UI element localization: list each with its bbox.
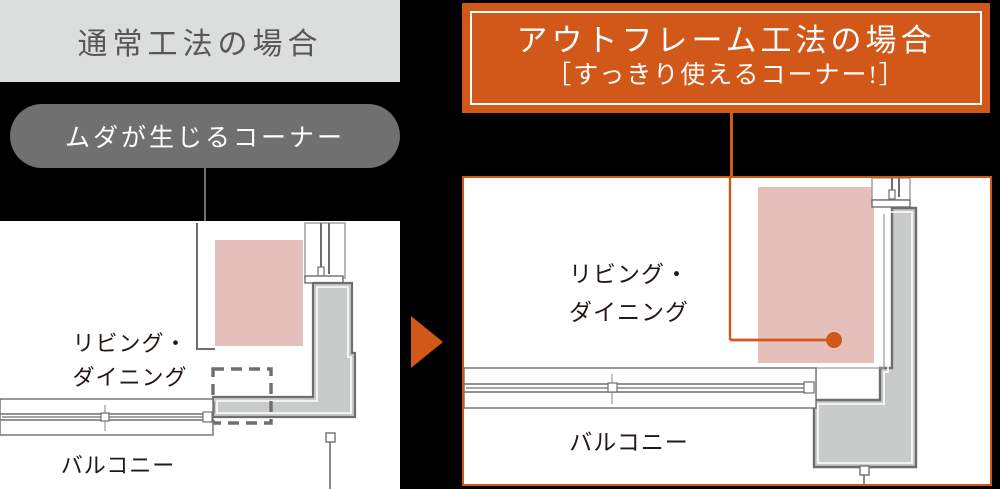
pink-room-area — [215, 240, 303, 346]
interior-wall-line — [196, 223, 215, 350]
right-panel-header: アウトフレーム工法の場合 ［すっきり使えるコーナー!］ — [462, 3, 990, 113]
conventional-floorplan-drawing: リビング・ ダイニング バルコニー — [0, 222, 357, 489]
balcony-sliding-door — [0, 398, 214, 436]
left-room-label-line1: リビング・ — [72, 331, 187, 356]
wasted-corner-callout: ムダが生じるコーナー — [10, 104, 400, 168]
right-panel-header-title: アウトフレーム工法の場合 — [516, 23, 936, 59]
balcony-rail-post — [859, 465, 870, 484]
upper-window-detail — [871, 178, 911, 208]
right-balcony-label: バルコニー — [569, 430, 689, 455]
right-room-label-line2: ダイニング — [569, 300, 689, 325]
usable-corner-dot-icon — [826, 332, 842, 348]
pink-room-area — [758, 187, 874, 363]
right-panel-header-subtitle: ［すっきり使えるコーナー!］ — [546, 62, 906, 90]
outframe-method-floorplan: リビング・ ダイニング バルコニー — [462, 176, 992, 486]
structural-column-gray — [211, 281, 357, 419]
balcony-rail-post — [325, 432, 336, 489]
left-balcony-label: バルコニー — [61, 453, 176, 478]
outframe-floorplan-drawing: リビング・ ダイニング バルコニー — [464, 178, 918, 484]
wasted-corner-callout-label: ムダが生じるコーナー — [64, 125, 345, 152]
wasted-corner-callout-leader-line — [204, 168, 206, 223]
left-panel-header: 通常工法の場合 — [0, 0, 400, 82]
comparison-arrow-icon — [411, 316, 443, 368]
right-panel-header-frame: アウトフレーム工法の場合 ［すっきり使えるコーナー!］ — [470, 11, 982, 105]
upper-window-detail — [304, 222, 346, 284]
right-room-label-line1: リビング・ — [569, 262, 689, 287]
left-room-label-line2: ダイニング — [72, 365, 187, 390]
usable-corner-pointer — [730, 332, 842, 348]
balcony-sliding-door — [464, 367, 817, 409]
wasted-corner-dashed-box — [211, 367, 273, 425]
left-panel-header-label: 通常工法の場合 — [77, 28, 323, 61]
usable-corner-leader-stem — [730, 113, 733, 179]
conventional-method-floorplan: リビング・ ダイニング バルコニー — [0, 221, 400, 489]
